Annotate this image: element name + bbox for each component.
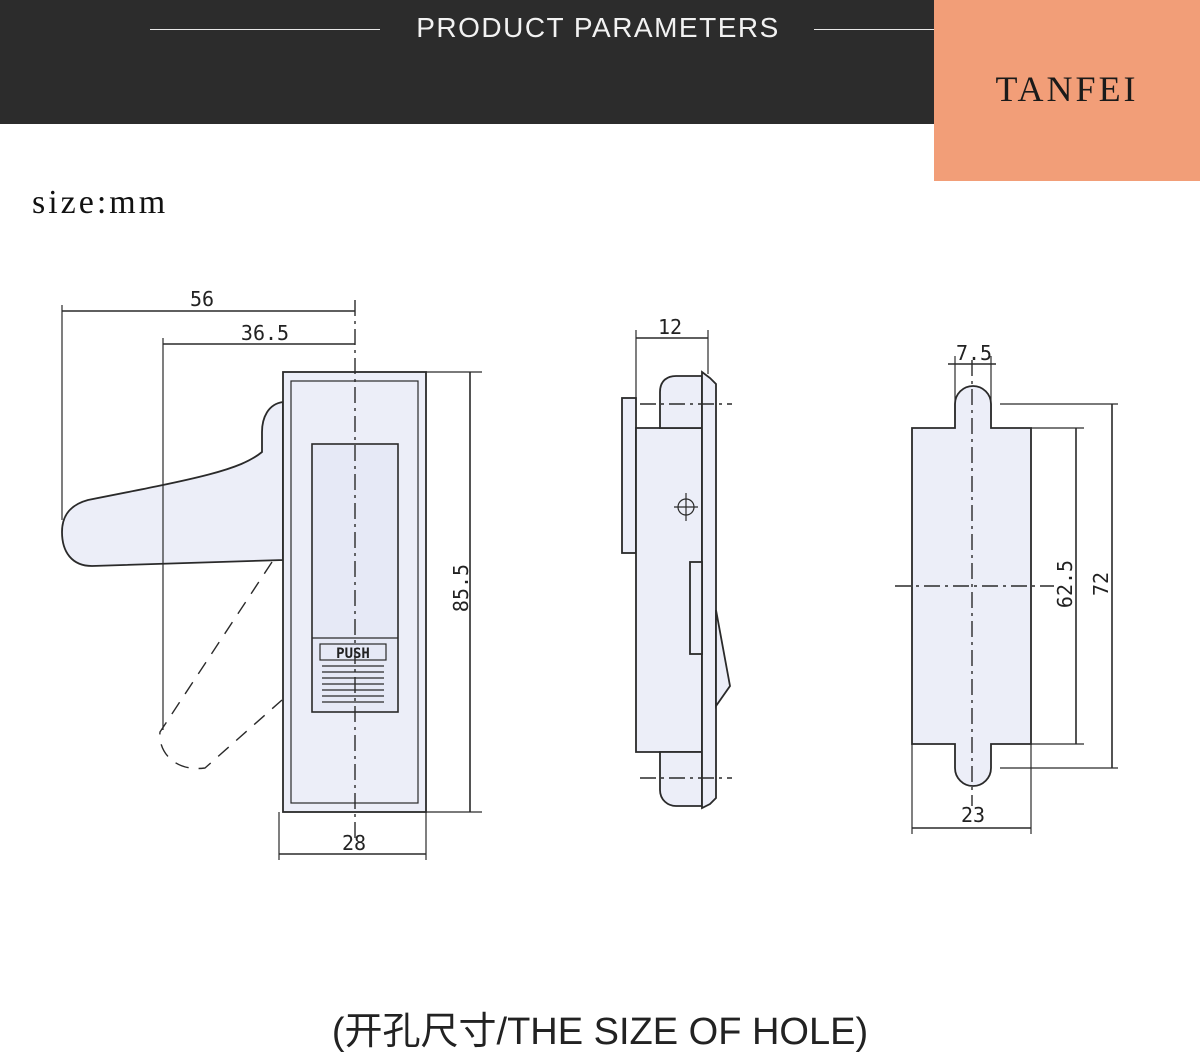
side-flange <box>701 370 717 810</box>
push-label-box <box>319 643 387 661</box>
push-label: PUSH <box>336 646 370 662</box>
page-title: PRODUCT PARAMETERS <box>416 12 780 43</box>
side-latch-tab <box>689 561 703 655</box>
side-view: 12 <box>621 315 732 810</box>
handle-lever <box>61 400 284 567</box>
side-bottom-cap <box>659 751 703 807</box>
header-rule-left <box>150 29 380 30</box>
brand-name: TANFEI <box>995 69 1139 109</box>
header-bar: PRODUCT PARAMETERS <box>0 0 934 124</box>
side-latch-tongue <box>715 609 731 709</box>
brand-badge: TANFEI <box>934 0 1200 181</box>
header-rule-right <box>814 29 934 30</box>
unit-label: size:mm <box>32 184 169 221</box>
dim-height: 85.5 <box>449 564 473 612</box>
dim-depth: 12 <box>658 315 682 339</box>
push-grip-lines <box>322 665 384 703</box>
side-top-cap <box>659 375 703 429</box>
side-lever-edge <box>621 397 637 554</box>
hole-size-caption: (开孔尺寸/THE SIZE OF HOLE) <box>331 1011 869 1053</box>
dim-inner-height: 62.5 <box>1053 560 1077 608</box>
dim-body-width: 28 <box>342 831 366 855</box>
dim-outer-height: 72 <box>1089 572 1113 596</box>
dim-offset-width: 36.5 <box>241 321 289 345</box>
lever-rotated-outline <box>159 561 283 770</box>
front-view: PUSH 56 36.5 85.5 28 <box>61 287 482 860</box>
dim-slot-width: 7.5 <box>956 341 992 365</box>
dim-overall-width: 56 <box>190 287 214 311</box>
dim-hole-width: 23 <box>961 803 985 827</box>
hole-view: 7.5 62.5 72 23 <box>895 341 1118 834</box>
